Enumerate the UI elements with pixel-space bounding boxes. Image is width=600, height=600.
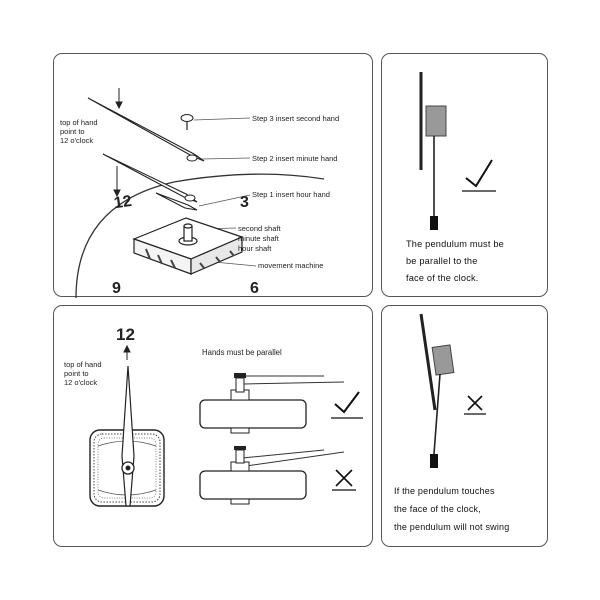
- install-steps-panel: top of hand point to 12 o'clock Step 3 i…: [53, 53, 373, 299]
- hand-front-view: [121, 365, 135, 507]
- second-hand: [87, 97, 205, 162]
- hand-note-line-3: 12 o'clock: [64, 378, 98, 387]
- caption-line-1: If the pendulum touches: [394, 486, 495, 496]
- caption-line-3: face of the clock.: [406, 273, 479, 283]
- clock-face-arc: [75, 173, 325, 299]
- movement-block: [425, 105, 447, 137]
- step-1-label: Step 1 insert hour hand: [252, 190, 330, 199]
- pendulum-bob: [430, 454, 438, 468]
- numeral-12: 12: [116, 325, 135, 344]
- caption-line-1: The pendulum must be: [406, 239, 504, 249]
- check-icon: [462, 159, 496, 192]
- step-2-label: Step 2 insert minute hand: [252, 154, 338, 163]
- check-icon: [331, 391, 363, 419]
- hour-hand: [155, 192, 198, 211]
- hour-shaft-label: hour shaft: [238, 244, 272, 253]
- hand-note-line-2: point to: [64, 369, 89, 378]
- step-3-label: Step 3 insert second hand: [252, 114, 340, 123]
- pendulum-correct-panel: The pendulum must be be parallel to the …: [381, 53, 548, 297]
- down-arrow-icon: [113, 166, 121, 198]
- down-arrow-icon: [115, 88, 123, 110]
- pendulum-correct-diagram: [419, 72, 496, 230]
- side-view-not-parallel: [199, 446, 345, 505]
- second-shaft-label: second shaft: [238, 224, 281, 233]
- hands-parallel-panel: 12 top of hand point to 12 o'clock Hands…: [53, 305, 373, 547]
- second-hand-hub: [186, 154, 198, 162]
- numeral-3: 3: [240, 194, 249, 211]
- side-view-parallel: [199, 373, 345, 434]
- caption-line-2: be parallel to the: [406, 256, 478, 266]
- pendulum-wrong-panel: If the pendulum touches the face of the …: [381, 305, 548, 547]
- movement-machine: [132, 217, 244, 275]
- movement-machine-label: movement machine: [258, 261, 324, 270]
- caption-line-3: the pendulum will not swing: [394, 522, 510, 532]
- numeral-9: 9: [112, 280, 121, 297]
- hands-parallel-title: Hands must be parallel: [202, 348, 282, 357]
- up-arrow-icon: [123, 344, 131, 360]
- minute-hand-hub: [184, 194, 196, 202]
- pendulum-bob: [430, 216, 438, 230]
- hands-parallel-diagram: [89, 344, 363, 507]
- minute-hand: [102, 153, 198, 203]
- hand-note-line-2: point to: [60, 127, 85, 136]
- hand-note-line-1: top of hand: [64, 360, 102, 369]
- hand-note-line-1: top of hand: [60, 118, 98, 127]
- numeral-12: 12: [112, 192, 133, 213]
- minute-shaft-label: minute shaft: [238, 234, 279, 243]
- cross-icon: [464, 395, 486, 415]
- pendulum-wrong-diagram: [419, 313, 486, 468]
- clock-face-edge: [419, 313, 437, 411]
- pendulum-rod: [433, 373, 441, 455]
- second-hand-cap: [180, 114, 194, 122]
- caption-line-2: the face of the clock,: [394, 504, 481, 514]
- hand-note-line-3: 12 o'clock: [60, 136, 94, 145]
- install-diagram: [75, 88, 325, 299]
- movement-block: [431, 344, 455, 376]
- cross-icon: [332, 469, 356, 491]
- numeral-6: 6: [250, 280, 259, 297]
